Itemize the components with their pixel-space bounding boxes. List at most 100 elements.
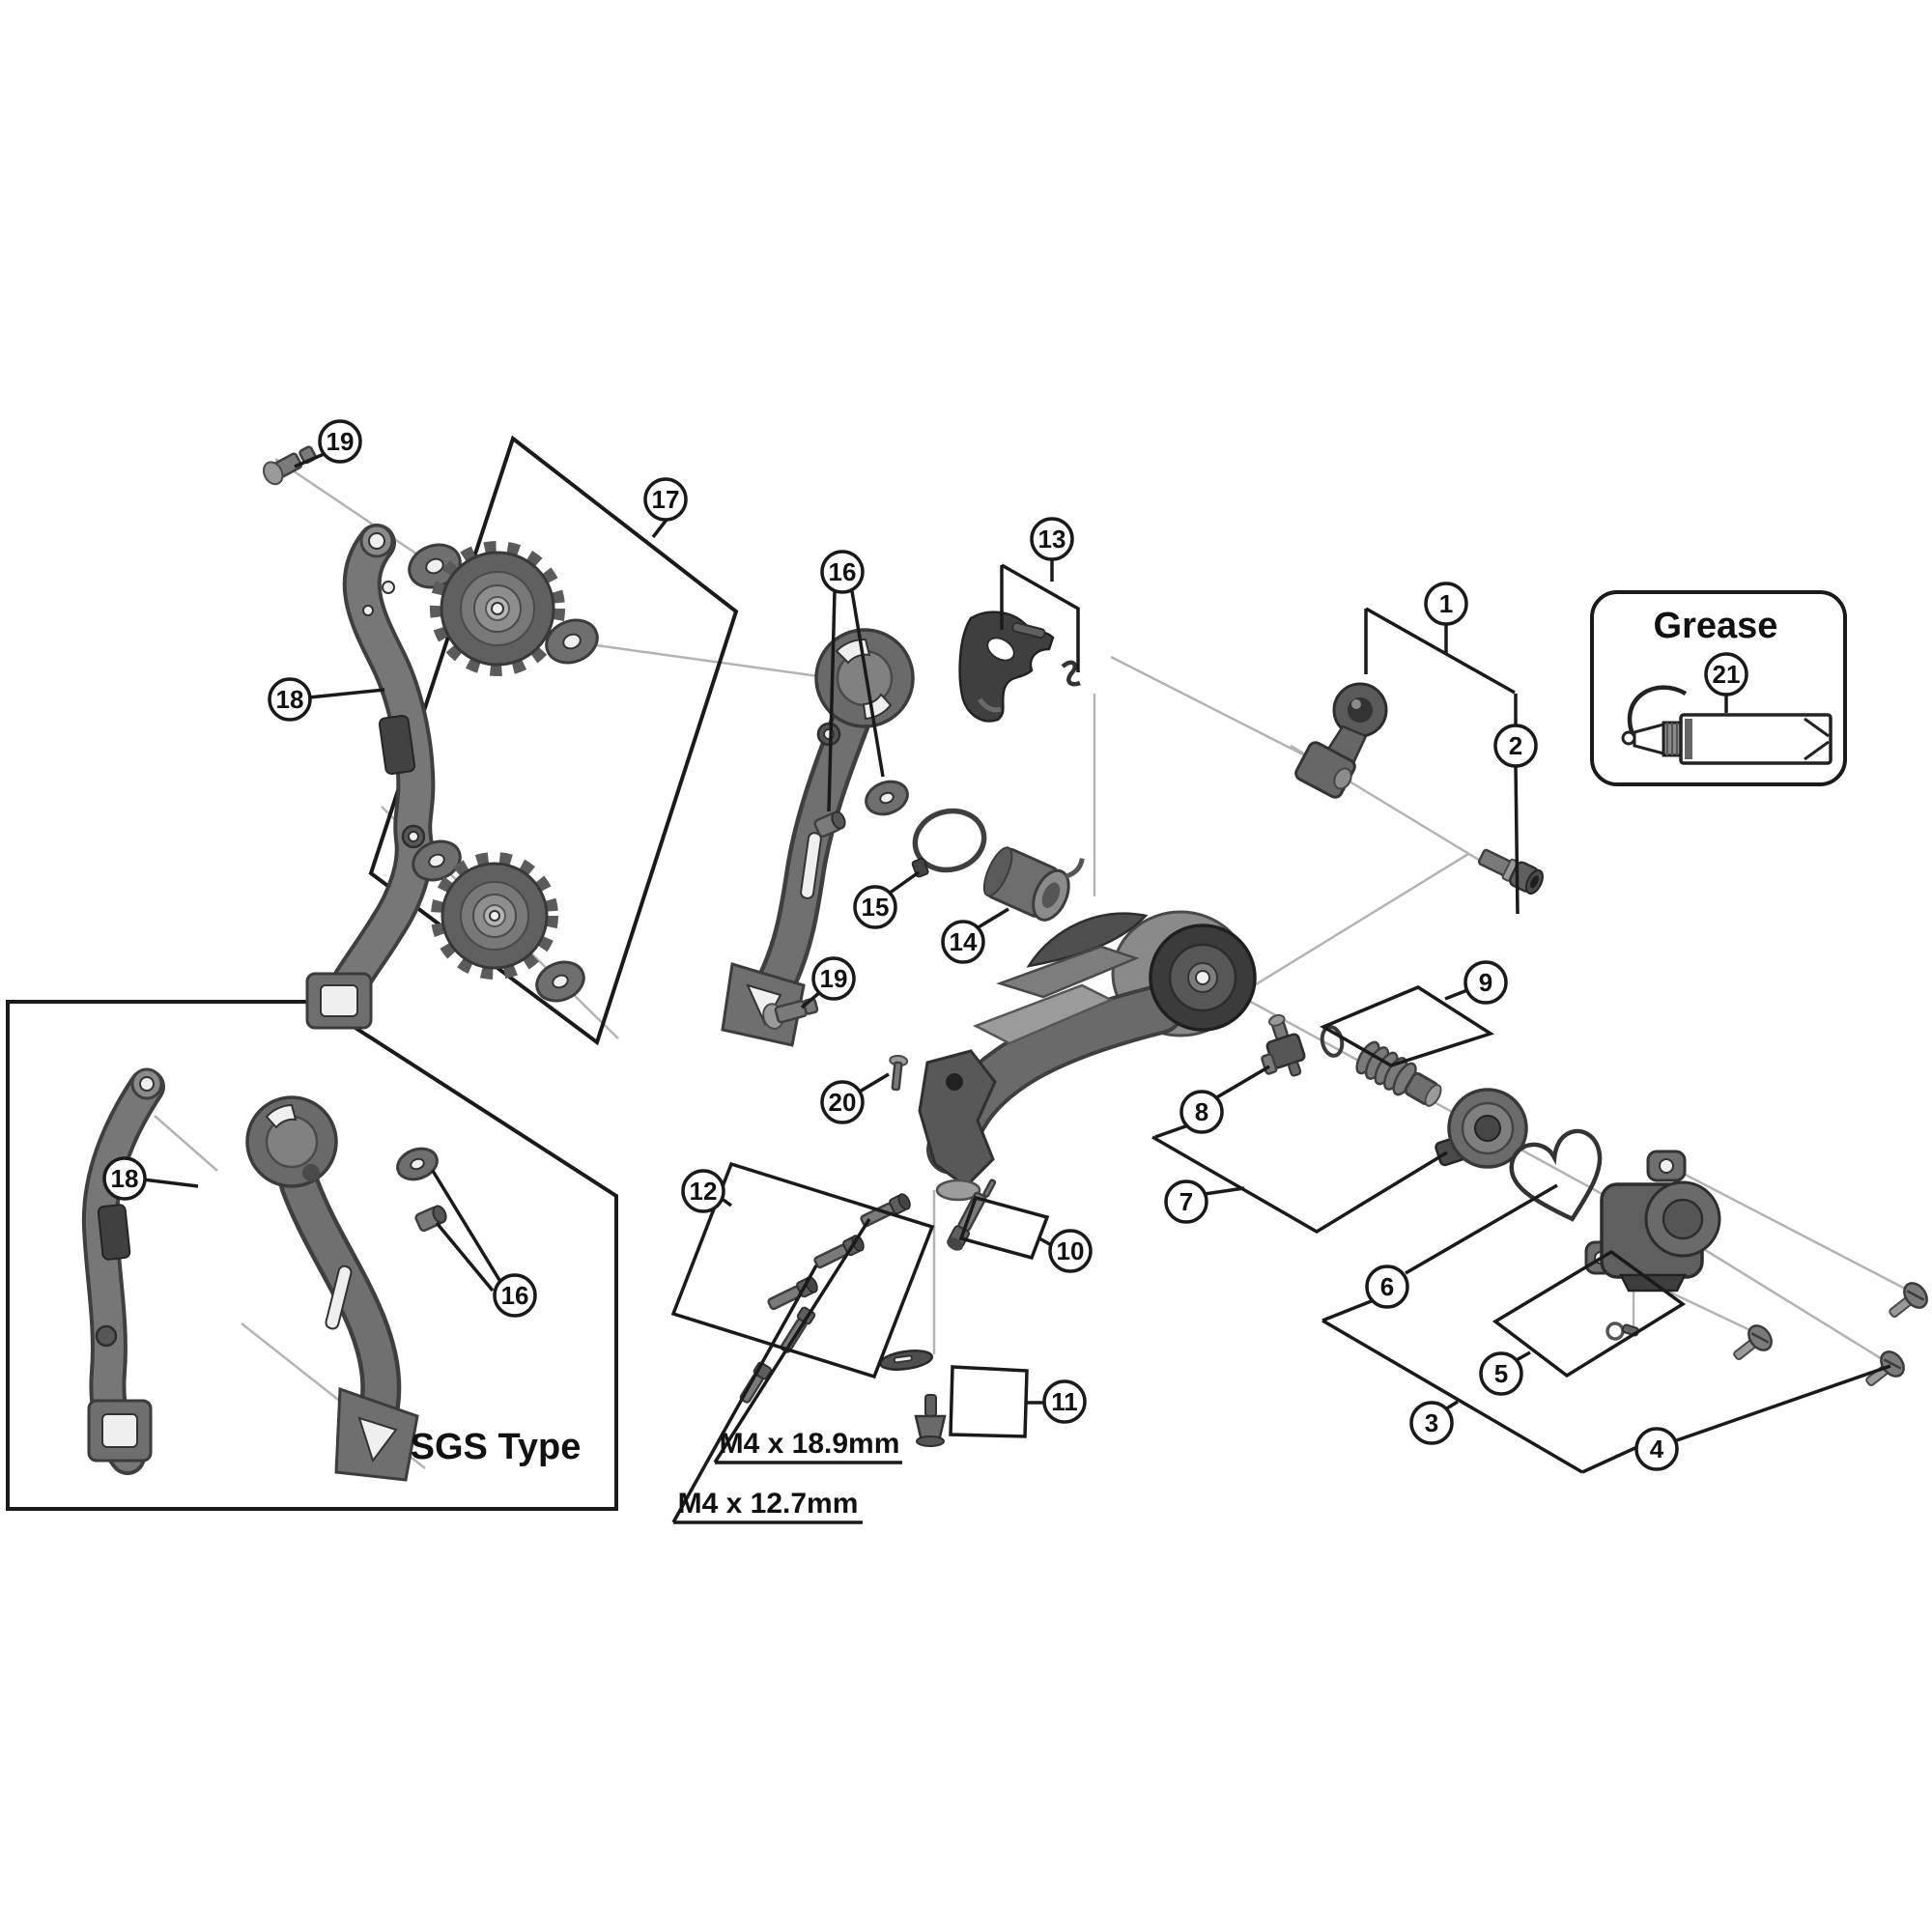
sgs-inner-plate: [81, 1067, 165, 1475]
dim-long-leader: [713, 1218, 902, 1464]
callout-1: 1: [1424, 582, 1468, 626]
cage-lock-washer: [878, 1350, 934, 1371]
sgs-type-box: [6, 1000, 618, 1511]
svg-text:16: 16: [501, 1281, 529, 1310]
derailleur-body: [918, 910, 1257, 1202]
sgs-type-label: SGS Type: [411, 1427, 582, 1467]
svg-text:8: 8: [1195, 1097, 1208, 1126]
svg-text:1: 1: [1439, 589, 1453, 618]
plate-axle-washer-top: [865, 780, 909, 816]
svg-text:2: 2: [1509, 731, 1522, 760]
svg-text:10: 10: [1057, 1236, 1085, 1265]
callout-7: 7: [1164, 1179, 1208, 1224]
cable-fixing-unit: [1261, 1013, 1306, 1077]
cable-guide: [958, 611, 1055, 723]
svg-text:19: 19: [820, 964, 848, 993]
cage-stopper-screw-mid: [762, 997, 819, 1030]
svg-text:16: 16: [829, 557, 857, 586]
adjust-pin: [982, 1179, 997, 1198]
callout-16-sgs: 16: [493, 1273, 537, 1318]
svg-text:12: 12: [690, 1177, 718, 1206]
support-bolt: [889, 1054, 909, 1092]
heart-gasket: [1509, 1128, 1603, 1222]
cage-lock-pin: [914, 1394, 947, 1447]
callout-6: 6: [1365, 1264, 1409, 1309]
pulley-washer-upper-left: [408, 543, 462, 589]
callout-17: 17: [643, 477, 688, 522]
index-cam-unit: [1435, 1088, 1528, 1169]
guide-pulley: [430, 541, 565, 676]
callout-19-mid: 19: [811, 956, 856, 1001]
cover-screw-c: [1865, 1350, 1905, 1387]
svg-text:18: 18: [111, 1164, 139, 1193]
svg-text:15: 15: [862, 893, 890, 922]
sgs-plate-axle-bolt: [414, 1205, 447, 1233]
parts-layer: [81, 445, 1928, 1482]
svg-text:11: 11: [1051, 1387, 1078, 1416]
pulley-washer-upper-right: [545, 618, 599, 665]
callout-12: 12: [681, 1169, 725, 1213]
svg-text:19: 19: [327, 427, 355, 456]
axis-motor-screw-a: [1677, 1169, 1910, 1293]
pulley-washer-lower-right: [535, 960, 585, 1003]
svg-text:20: 20: [829, 1088, 857, 1117]
callout-18-sgs: 18: [102, 1156, 147, 1201]
tension-pulley: [431, 852, 558, 980]
dim-short-leader: [671, 1264, 863, 1524]
svg-text:17: 17: [652, 485, 680, 514]
axis-sgs-plate2: [154, 1115, 218, 1172]
grease-box-title: Grease: [1654, 606, 1778, 646]
svg-text:7: 7: [1179, 1187, 1193, 1216]
callout-20: 20: [820, 1080, 865, 1124]
axis-body-to-bolt: [1222, 852, 1469, 1007]
sgs-plate-axle-washer: [396, 1147, 439, 1181]
svg-text:9: 9: [1479, 968, 1492, 997]
callout-15: 15: [853, 885, 897, 929]
cable-guide-clip: [1061, 660, 1081, 687]
callout-8: 8: [1179, 1090, 1224, 1134]
axis-motor-screw-c: [1701, 1246, 1885, 1362]
cage-stopper-screw-top: [262, 445, 317, 486]
callout-19-top: 19: [318, 419, 362, 464]
svg-text:4: 4: [1650, 1435, 1664, 1463]
callout-3: 3: [1409, 1401, 1454, 1445]
callout-10: 10: [1048, 1229, 1093, 1273]
callout-5: 5: [1479, 1351, 1523, 1396]
outer-plate-top: [721, 628, 915, 1047]
tension-spring: [1355, 1040, 1442, 1107]
callout-2: 2: [1493, 724, 1538, 768]
callout-13: 13: [1030, 517, 1074, 561]
dimension-label-short: M4 x 12.7mm: [678, 1488, 859, 1520]
plate-axle-bolt-top: [813, 810, 846, 838]
bracket-adjust-bolt: [1477, 848, 1544, 895]
grease-box: [1590, 590, 1847, 786]
callout-18-top: 18: [268, 677, 312, 722]
svg-text:5: 5: [1494, 1359, 1508, 1388]
svg-text:18: 18: [276, 685, 304, 714]
dimension-label-long: M4 x 18.9mm: [720, 1428, 900, 1460]
svg-text:6: 6: [1380, 1272, 1394, 1301]
axis-cable-unit: [1237, 993, 1649, 1221]
callout-14: 14: [941, 920, 985, 964]
cover-screw-b: [1733, 1324, 1773, 1361]
svg-text:14: 14: [950, 927, 978, 956]
svg-text:3: 3: [1425, 1408, 1438, 1437]
callout-11: 11: [1042, 1379, 1087, 1424]
inner-plate-top: [305, 524, 436, 1030]
spring-cover-cylinder: [982, 846, 1085, 922]
svg-text:21: 21: [1713, 660, 1741, 689]
grease-tube: [1621, 685, 1833, 765]
callout-4: 4: [1634, 1427, 1679, 1471]
callout-9: 9: [1463, 960, 1508, 1005]
svg-text:13: 13: [1038, 525, 1066, 554]
motor-unit: [1584, 1150, 1721, 1293]
callout-21: 21: [1704, 652, 1748, 696]
bracket-axle-unit: [1294, 682, 1388, 799]
stop-ring: [911, 808, 987, 878]
sgs-outer-plate: [245, 1095, 419, 1482]
callout-16-top: 16: [820, 550, 865, 594]
cover-screw-a: [1889, 1282, 1928, 1319]
group-boxes: [6, 435, 1847, 1511]
